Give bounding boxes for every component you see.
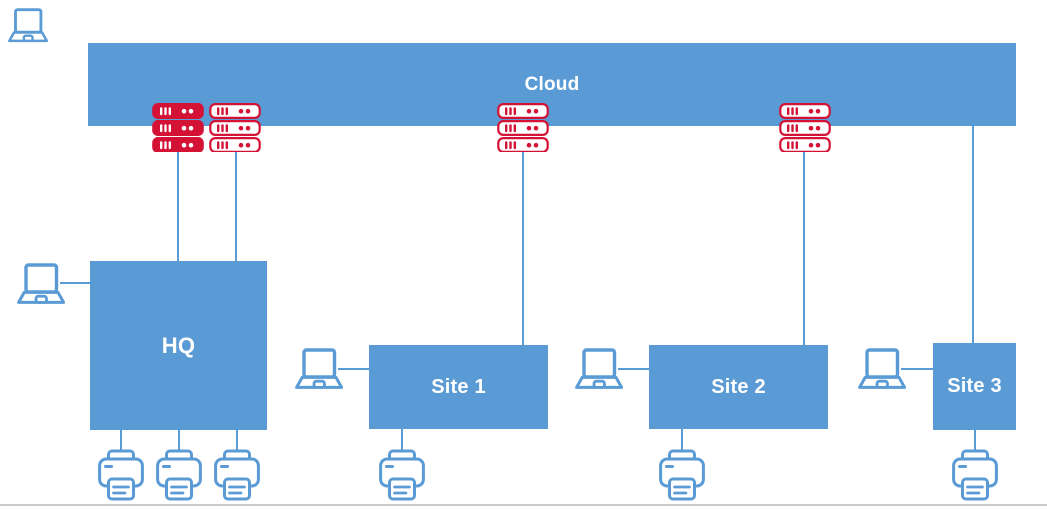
hq-laptop-icon[interactable] <box>17 263 65 305</box>
cloud-laptop-icon[interactable] <box>8 8 48 43</box>
hq-server-rack-filled-icon[interactable] <box>152 103 204 152</box>
site3-label: Site 3 <box>947 375 1002 397</box>
cloud-label: Cloud <box>524 73 580 95</box>
hq-printer-2-icon[interactable] <box>156 449 202 501</box>
site1-printer-icon[interactable] <box>379 449 425 501</box>
hq-printer-3-icon[interactable] <box>214 449 260 501</box>
site2-printer-icon[interactable] <box>659 449 705 501</box>
site2-server-rack-icon[interactable] <box>779 103 831 152</box>
site3-node[interactable]: Site 3 <box>933 343 1016 430</box>
site2-node[interactable]: Site 2 <box>649 345 828 429</box>
hq-server-rack-outline-icon[interactable] <box>209 103 261 152</box>
site2-laptop-icon[interactable] <box>575 348 623 390</box>
hq-label: HQ <box>161 332 196 358</box>
hq-printer-1-icon[interactable] <box>98 449 144 501</box>
site3-laptop-icon[interactable] <box>858 348 906 390</box>
site1-label: Site 1 <box>431 375 486 398</box>
bottom-divider <box>0 504 1047 506</box>
site3-printer-icon[interactable] <box>952 449 998 501</box>
site1-laptop-icon[interactable] <box>295 348 343 390</box>
site1-server-rack-icon[interactable] <box>497 103 549 152</box>
site1-node[interactable]: Site 1 <box>369 345 548 429</box>
hq-node[interactable]: HQ <box>90 261 267 430</box>
site2-label: Site 2 <box>711 375 766 398</box>
